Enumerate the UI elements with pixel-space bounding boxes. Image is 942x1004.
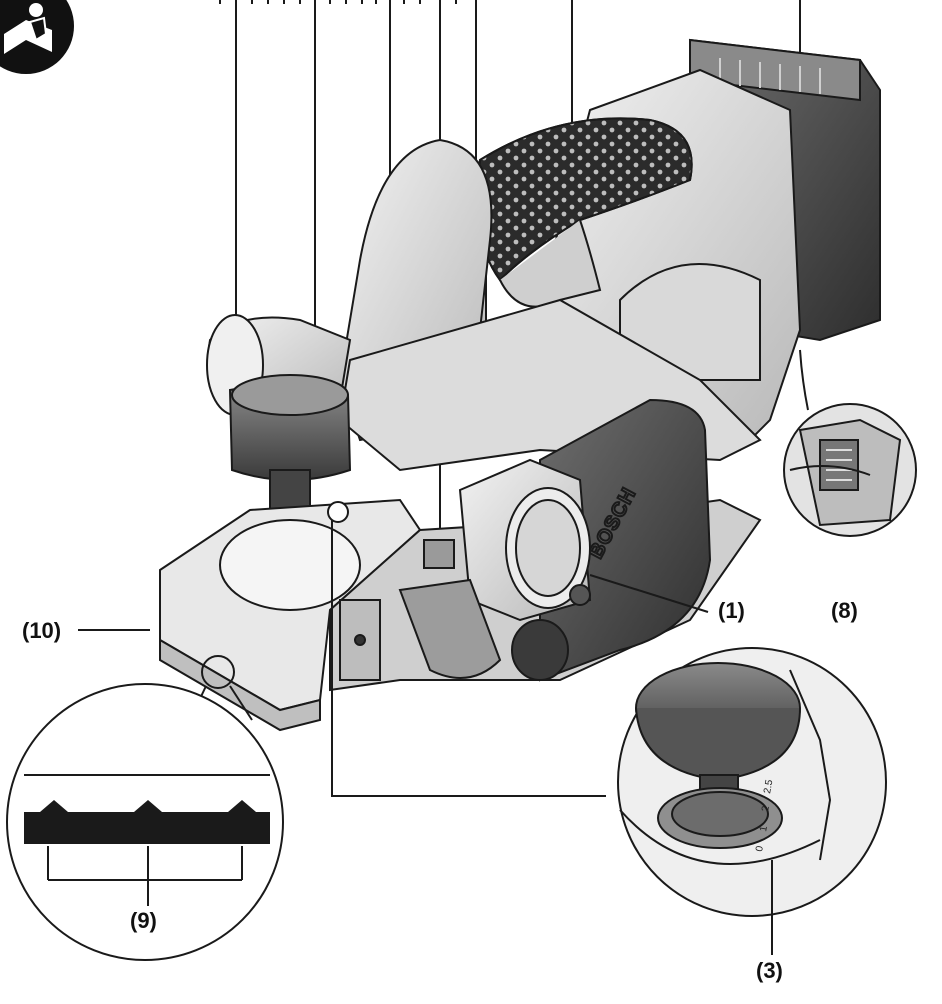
callout-label-1: (1) [718, 598, 745, 623]
chip-ejection-outlet [398, 458, 592, 681]
callout-1-leader [589, 574, 709, 613]
callout-label-8: (8) [831, 598, 858, 623]
callout-label-9: (9) [130, 908, 157, 933]
detail-8-connector [799, 349, 809, 411]
detail-inset-8 [783, 403, 917, 537]
depth-scale: 0 1 2 2.5 [754, 778, 775, 852]
depth-scale-mark: 0 [754, 845, 766, 853]
detail-9-connector-b [229, 685, 253, 721]
depth-scale-mark: 1 [758, 825, 770, 833]
detail-3-connector [331, 520, 606, 797]
detail-inset-9 [6, 683, 284, 961]
depth-scale-mark: 2 [760, 805, 772, 813]
detail-inset-3 [617, 647, 887, 955]
belt-cover: BOSCH [539, 398, 712, 682]
callout-label-10: (10) [22, 618, 62, 643]
detail-marker-shoe [201, 655, 235, 689]
depth-stop [423, 539, 455, 569]
callout-label-3: (3) [756, 958, 783, 983]
depth-scale-mark: 2.5 [762, 778, 775, 794]
read-manual-icon [0, 0, 74, 74]
handle-grip [476, 117, 693, 308]
